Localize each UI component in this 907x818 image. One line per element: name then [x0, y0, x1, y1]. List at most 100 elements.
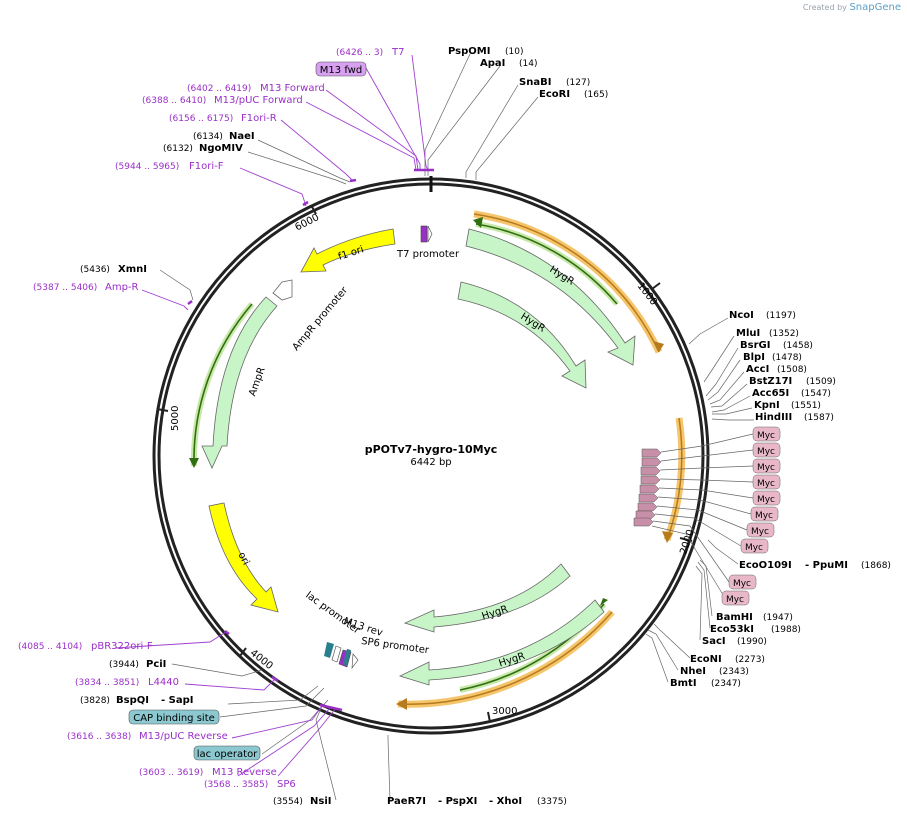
m13-fwd-label: M13 fwd: [320, 65, 362, 76]
primer-range-l4440: (3834 .. 3851): [75, 678, 139, 688]
primer-leader-lines: [114, 54, 429, 777]
myc-label: Myc: [757, 431, 775, 441]
site-paer7i: PaeR7I: [387, 796, 426, 807]
myc-arrow: [635, 510, 656, 520]
primer-amp-r: Amp-R: [105, 282, 139, 293]
t7-primer-mark: [420, 225, 428, 243]
site-nsii: NsiI: [310, 796, 331, 807]
orf-arc-top-head: [653, 341, 664, 352]
ori-label: ori: [235, 550, 251, 567]
site-pos-paer7i: (3375): [537, 797, 567, 807]
plasmid-name: pPOTv7-hygro-10Myc: [365, 443, 498, 456]
site-naei: NaeI: [229, 131, 255, 142]
site-pos-kpni: (1551): [791, 401, 821, 411]
site-pos-nsii: (3554): [273, 797, 303, 807]
site-pos-eco0109i: (1868): [861, 561, 891, 571]
primer-ticks: [187, 168, 434, 712]
credit-prefix: Created by: [802, 3, 847, 12]
myc-arrow: [639, 484, 660, 494]
primer-range-m13-puc-forward: (6388 .. 6410): [142, 96, 206, 106]
orf-arc-myc-head: [662, 531, 673, 543]
ampr-promoter-arrow: [272, 279, 293, 301]
orf-arcs: [189, 210, 686, 710]
myc-arrow: [640, 466, 661, 476]
cap-site-mark: [324, 642, 334, 658]
myc-box: [721, 590, 750, 606]
site-pos-ecori: (165): [584, 90, 608, 100]
site-blpi: BlpI: [743, 352, 765, 363]
site-pos-xmni: (5436): [80, 265, 110, 275]
t7-promoter-arrow: [427, 225, 433, 243]
myc-label: Myc: [751, 527, 769, 537]
site-acc65i: Acc65I: [752, 388, 789, 399]
primer-sp6: SP6: [277, 779, 296, 790]
site-eco53ki: Eco53kI: [710, 624, 754, 635]
primer-range-f1ori-r: (6156 .. 6175): [169, 114, 233, 124]
site-econi: EcoNI: [690, 654, 722, 665]
myc-label: Myc: [757, 447, 775, 457]
t7-promoter-label: T7 promoter: [396, 249, 460, 260]
tick-1000: [651, 282, 661, 290]
site-eco0109i: EcoO109I: [739, 560, 792, 571]
site-pos-apai: (14): [519, 59, 537, 69]
cap-binding-site-label: CAP binding site: [133, 713, 215, 724]
backbone-outer: [152, 177, 710, 735]
myc-box: [746, 522, 775, 538]
snapgene-credit: Created by SnapGene: [803, 2, 901, 13]
myc-label: Myc: [755, 511, 773, 521]
myc-box: [752, 442, 781, 458]
site-pos-pcii: (3944): [109, 660, 139, 670]
tick-5000: [156, 408, 169, 412]
plasmid-size: 6442 bp: [410, 457, 451, 468]
green-arc-ampr-head: [189, 458, 199, 468]
site-bmti: BmtI: [670, 678, 697, 689]
site-pos-econi: (2273): [735, 655, 765, 665]
site-pos-snabi: (127): [566, 78, 590, 88]
site-pos-mlui: (1352): [769, 329, 799, 339]
hygr-arrow-2: [457, 281, 587, 389]
primer-t7: T7: [391, 47, 404, 58]
primer-pbr322ori-f: pBR322ori-F: [91, 641, 153, 652]
site-pos-bmti: (2347): [711, 679, 741, 689]
site-pos-naei: (6134): [193, 132, 223, 142]
lac-operator-box: [193, 745, 261, 761]
myc-arrow: [638, 493, 659, 503]
site-pos-saci: (1990): [737, 637, 767, 647]
primer-m13-reverse: M13 Reverse: [212, 767, 277, 778]
primer-f1ori-f: F1ori-F: [189, 161, 224, 172]
primer-range-pbr322ori-f: (4085 .. 4104): [18, 642, 82, 652]
tick-6000: [310, 204, 317, 215]
site-nhei: NheI: [680, 666, 706, 677]
green-arc-top-core: [475, 223, 618, 305]
f1-ori-arrow: [300, 228, 396, 273]
myc-box: [752, 490, 781, 506]
primer-l4440: L4440: [148, 677, 179, 688]
cap-binding-site-box: [128, 709, 220, 725]
site-snabi: SnaBI: [519, 77, 551, 88]
myc-label: Myc: [726, 595, 744, 605]
m13-fwd-box: [315, 61, 367, 77]
myc-label: Myc: [757, 495, 775, 505]
hygr-arrow-3: [403, 563, 571, 633]
site-pos-hindiii: (1587): [804, 413, 834, 423]
sp6-promoter-arrow: [351, 653, 359, 669]
labels-top: (6426 .. 3) T7 M13 fwd (6402 .. 6419) M1…: [115, 46, 608, 172]
tick-label-3000: 3000: [492, 706, 517, 717]
tick-3000: [487, 711, 491, 723]
myc-box: [752, 474, 781, 490]
myc-label: Myc: [757, 479, 775, 489]
site-pos-blpi: (1478): [772, 353, 802, 363]
hygr-arrow-1: [465, 228, 636, 366]
myc-tags: [633, 448, 662, 527]
green-arc-ampr-core: [193, 303, 253, 467]
primer-range-amp-r: (5387 .. 5406): [33, 283, 97, 293]
myc-box: [752, 458, 781, 474]
lac-operator-label: lac operator: [197, 749, 258, 760]
site-ppumi: - PpuMI: [805, 560, 848, 571]
myc-box: [740, 538, 769, 554]
site-pos-acci: (1508): [777, 365, 807, 375]
site-hindiii: HindIII: [755, 412, 792, 423]
site-pos-acc65i: (1547): [801, 389, 831, 399]
site-pcii: PciI: [146, 659, 166, 670]
